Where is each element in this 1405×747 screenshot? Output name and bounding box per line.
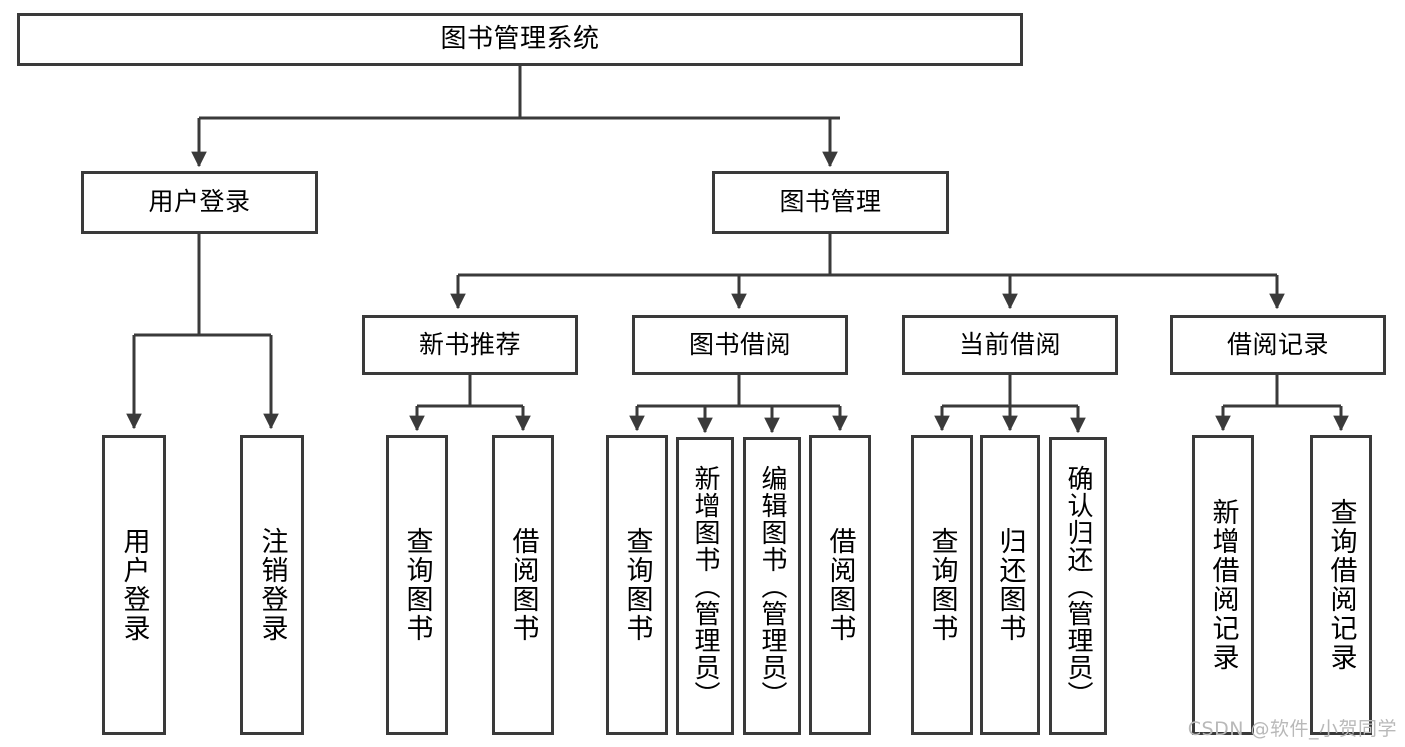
node-leaf-confirm-return[interactable]: 确认归还（管理员） [1049,437,1107,735]
node-label: 查询图书 [401,527,433,643]
node-leaf-borrow-book-2[interactable]: 借阅图书 [809,435,871,735]
node-label: 借阅图书 [824,527,856,643]
node-leaf-logout-login[interactable]: 注销登录 [240,435,304,735]
node-leaf-user-login[interactable]: 用户登录 [102,435,166,735]
node-book-borrow[interactable]: 图书借阅 [632,315,848,375]
node-current-borrow[interactable]: 当前借阅 [902,315,1118,375]
node-label: 注销登录 [256,527,288,643]
node-label: 图书管理 [779,187,882,217]
node-leaf-query-book-1[interactable]: 查询图书 [386,435,448,735]
node-label: 借阅图书 [507,527,539,643]
watermark-text: CSDN @软件_小贺同学 [1187,718,1397,740]
node-label: 新增图书（管理员） [690,464,720,708]
node-borrow-record[interactable]: 借阅记录 [1170,315,1386,375]
node-label: 确认归还（管理员） [1063,464,1093,708]
node-leaf-borrow-book-1[interactable]: 借阅图书 [492,435,554,735]
node-root-system[interactable]: 图书管理系统 [17,13,1023,66]
node-leaf-query-book-3[interactable]: 查询图书 [911,435,973,735]
node-user-login[interactable]: 用户登录 [81,171,318,234]
node-label: 当前借阅 [958,329,1061,359]
node-label: 查询图书 [621,527,653,643]
node-leaf-add-record[interactable]: 新增借阅记录 [1192,435,1254,735]
node-label: 借阅记录 [1226,329,1329,359]
node-label: 编辑图书（管理员） [757,464,787,708]
node-label: 新书推荐 [418,329,521,359]
node-label: 图书管理系统 [440,23,600,54]
node-label: 用户登录 [148,187,251,217]
node-label: 图书借阅 [688,329,791,359]
node-label: 新增借阅记录 [1207,498,1239,672]
node-new-book-recommend[interactable]: 新书推荐 [362,315,578,375]
node-label: 查询借阅记录 [1325,498,1357,672]
node-leaf-query-book-2[interactable]: 查询图书 [606,435,668,735]
node-leaf-return-book[interactable]: 归还图书 [980,435,1040,735]
node-leaf-query-record[interactable]: 查询借阅记录 [1310,435,1372,735]
node-book-manage[interactable]: 图书管理 [712,171,949,234]
node-leaf-edit-book[interactable]: 编辑图书（管理员） [743,437,801,735]
node-label: 归还图书 [994,527,1026,643]
node-label: 用户登录 [118,527,150,643]
node-label: 查询图书 [926,527,958,643]
node-leaf-add-book[interactable]: 新增图书（管理员） [676,437,734,735]
